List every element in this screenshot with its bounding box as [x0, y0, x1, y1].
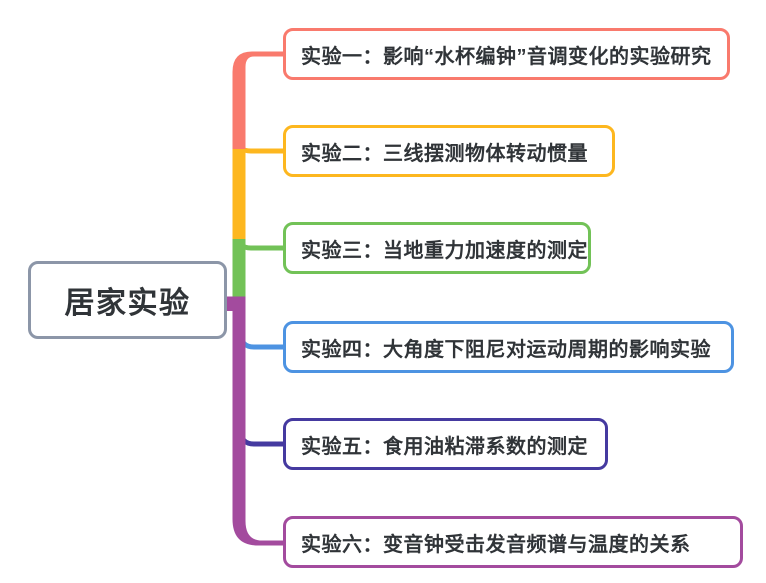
node-experiment-5-label: 实验五：食用油粘滞系数的测定 [301, 435, 588, 458]
trunk-segment-experiment-6 [224, 296, 284, 546]
node-experiment-3-label: 实验三：当地重力加速度的测定 [301, 239, 588, 262]
trunk-segment-experiment-1 [232, 51, 284, 149]
root-node-home-experiments[interactable]: 居家实验 [28, 261, 227, 339]
trunk-segment-experiment-3 [232, 239, 246, 298]
trunk-segment-experiment-2 [232, 147, 246, 242]
node-experiment-1-label: 实验一：影响“水杯编钟”音调变化的实验研究 [301, 45, 712, 68]
node-experiment-5[interactable]: 实验五：食用油粘滞系数的测定 [283, 418, 608, 470]
node-experiment-2-label: 实验二：三线摆测物体转动惯量 [301, 142, 588, 165]
branch-line-experiment-4 [238, 333, 284, 350]
node-experiment-6[interactable]: 实验六：变音钟受击发音频谱与温度的关系 [283, 516, 743, 568]
node-experiment-3[interactable]: 实验三：当地重力加速度的测定 [283, 222, 591, 274]
node-experiment-2[interactable]: 实验二：三线摆测物体转动惯量 [283, 125, 615, 177]
branch-line-experiment-5 [238, 430, 284, 447]
root-node-label: 居家实验 [64, 287, 191, 320]
node-experiment-6-label: 实验六：变音钟受击发音频谱与温度的关系 [301, 533, 691, 556]
node-experiment-4-label: 实验四：大角度下阻尼对运动周期的影响实验 [301, 338, 711, 361]
node-experiment-1[interactable]: 实验一：影响“水杯编钟”音调变化的实验研究 [283, 28, 730, 80]
node-experiment-4[interactable]: 实验四：大角度下阻尼对运动周期的影响实验 [283, 321, 734, 373]
